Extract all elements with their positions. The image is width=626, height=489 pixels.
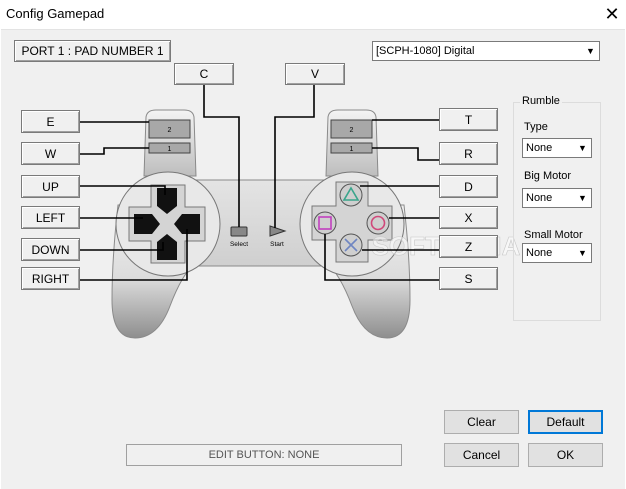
select-label: Select <box>230 241 248 248</box>
rumble-title: Rumble <box>520 95 562 107</box>
key-right[interactable]: RIGHT <box>21 267 80 290</box>
chevron-down-icon[interactable]: ▼ <box>575 245 590 261</box>
edit-button-status: EDIT BUTTON: NONE <box>126 444 402 466</box>
r1-label: 1 <box>350 146 354 153</box>
small-motor-value: None <box>526 247 553 259</box>
clear-button[interactable]: Clear <box>444 410 519 434</box>
key-select[interactable]: C <box>174 63 234 85</box>
key-r2[interactable]: T <box>439 108 498 131</box>
key-cross[interactable]: Z <box>439 235 498 258</box>
r2-button <box>330 119 373 139</box>
triangle-icon <box>342 186 360 201</box>
square-button <box>313 211 337 235</box>
small-motor-select[interactable]: None ▼ <box>522 243 592 263</box>
key-down[interactable]: DOWN <box>21 238 80 261</box>
rumble-group: Rumble <box>513 95 601 321</box>
rumble-type-select[interactable]: None ▼ <box>522 138 592 158</box>
window-title: Config Gamepad <box>6 6 105 21</box>
close-icon[interactable]: ✕ <box>604 4 620 24</box>
key-l1[interactable]: W <box>21 142 80 165</box>
cancel-button[interactable]: Cancel <box>444 443 519 467</box>
big-motor-select[interactable]: None ▼ <box>522 188 592 208</box>
key-circle[interactable]: X <box>439 206 498 229</box>
big-motor-label: Big Motor <box>524 170 572 182</box>
connector-lines <box>80 84 439 281</box>
rumble-type-label: Type <box>524 121 548 133</box>
chevron-down-icon[interactable]: ▼ <box>575 140 590 156</box>
dpad-up <box>157 188 177 214</box>
key-left[interactable]: LEFT <box>21 206 80 229</box>
dpad-left <box>134 214 160 234</box>
l2-label: 2 <box>168 127 172 134</box>
select-button <box>230 226 248 237</box>
chevron-down-icon[interactable]: ▼ <box>575 190 590 206</box>
l1-label: 1 <box>168 146 172 153</box>
small-motor-label: Small Motor <box>524 229 583 241</box>
default-button[interactable]: Default <box>528 410 603 434</box>
square-icon <box>318 216 332 230</box>
start-button <box>269 225 287 237</box>
circle-icon <box>370 215 386 231</box>
dpad-down <box>157 234 177 260</box>
circle-button <box>366 211 390 235</box>
pad-type-value: [SCPH-1080] Digital <box>376 45 475 57</box>
key-r1[interactable]: R <box>439 142 498 165</box>
start-label: Start <box>270 241 284 248</box>
chevron-down-icon[interactable]: ▼ <box>583 43 598 59</box>
port-label: PORT 1 : PAD NUMBER 1 <box>14 40 171 62</box>
rumble-type-value: None <box>526 142 553 154</box>
l2-button <box>148 119 191 139</box>
cross-icon <box>344 238 358 252</box>
r2-label: 2 <box>350 127 354 134</box>
key-start[interactable]: V <box>285 63 345 85</box>
key-l2[interactable]: E <box>21 110 80 133</box>
dpad-right <box>174 214 200 234</box>
title-bar: Config Gamepad ✕ <box>0 0 626 28</box>
pad-type-select[interactable]: [SCPH-1080] Digital ▼ <box>372 41 600 61</box>
key-up[interactable]: UP <box>21 175 80 198</box>
face-base <box>311 181 393 263</box>
key-triangle[interactable]: D <box>439 175 498 198</box>
dpad-base <box>128 184 206 264</box>
key-square[interactable]: S <box>439 267 498 290</box>
big-motor-value: None <box>526 192 553 204</box>
ok-button[interactable]: OK <box>528 443 603 467</box>
